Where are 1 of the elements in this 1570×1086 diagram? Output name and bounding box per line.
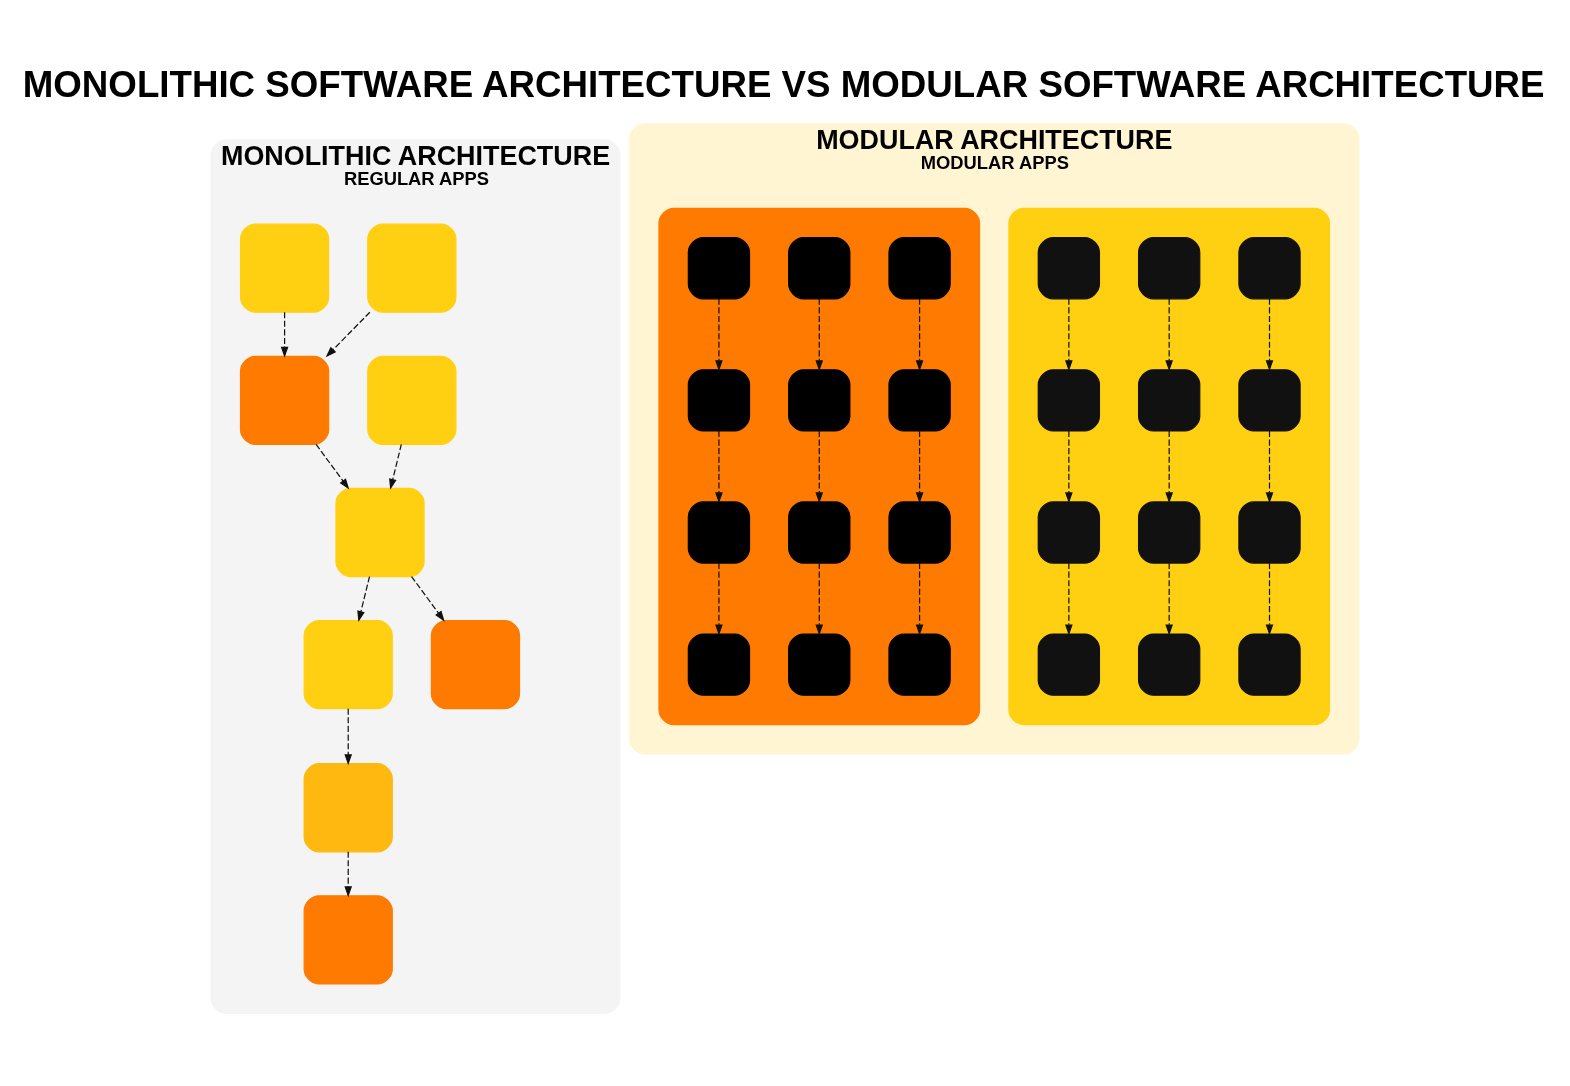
diagram-title: MONOLITHIC SOFTWARE ARCHITECTURE VS MODULAR SOFTWARE ARCHITECTURE: [22, 63, 1545, 105]
